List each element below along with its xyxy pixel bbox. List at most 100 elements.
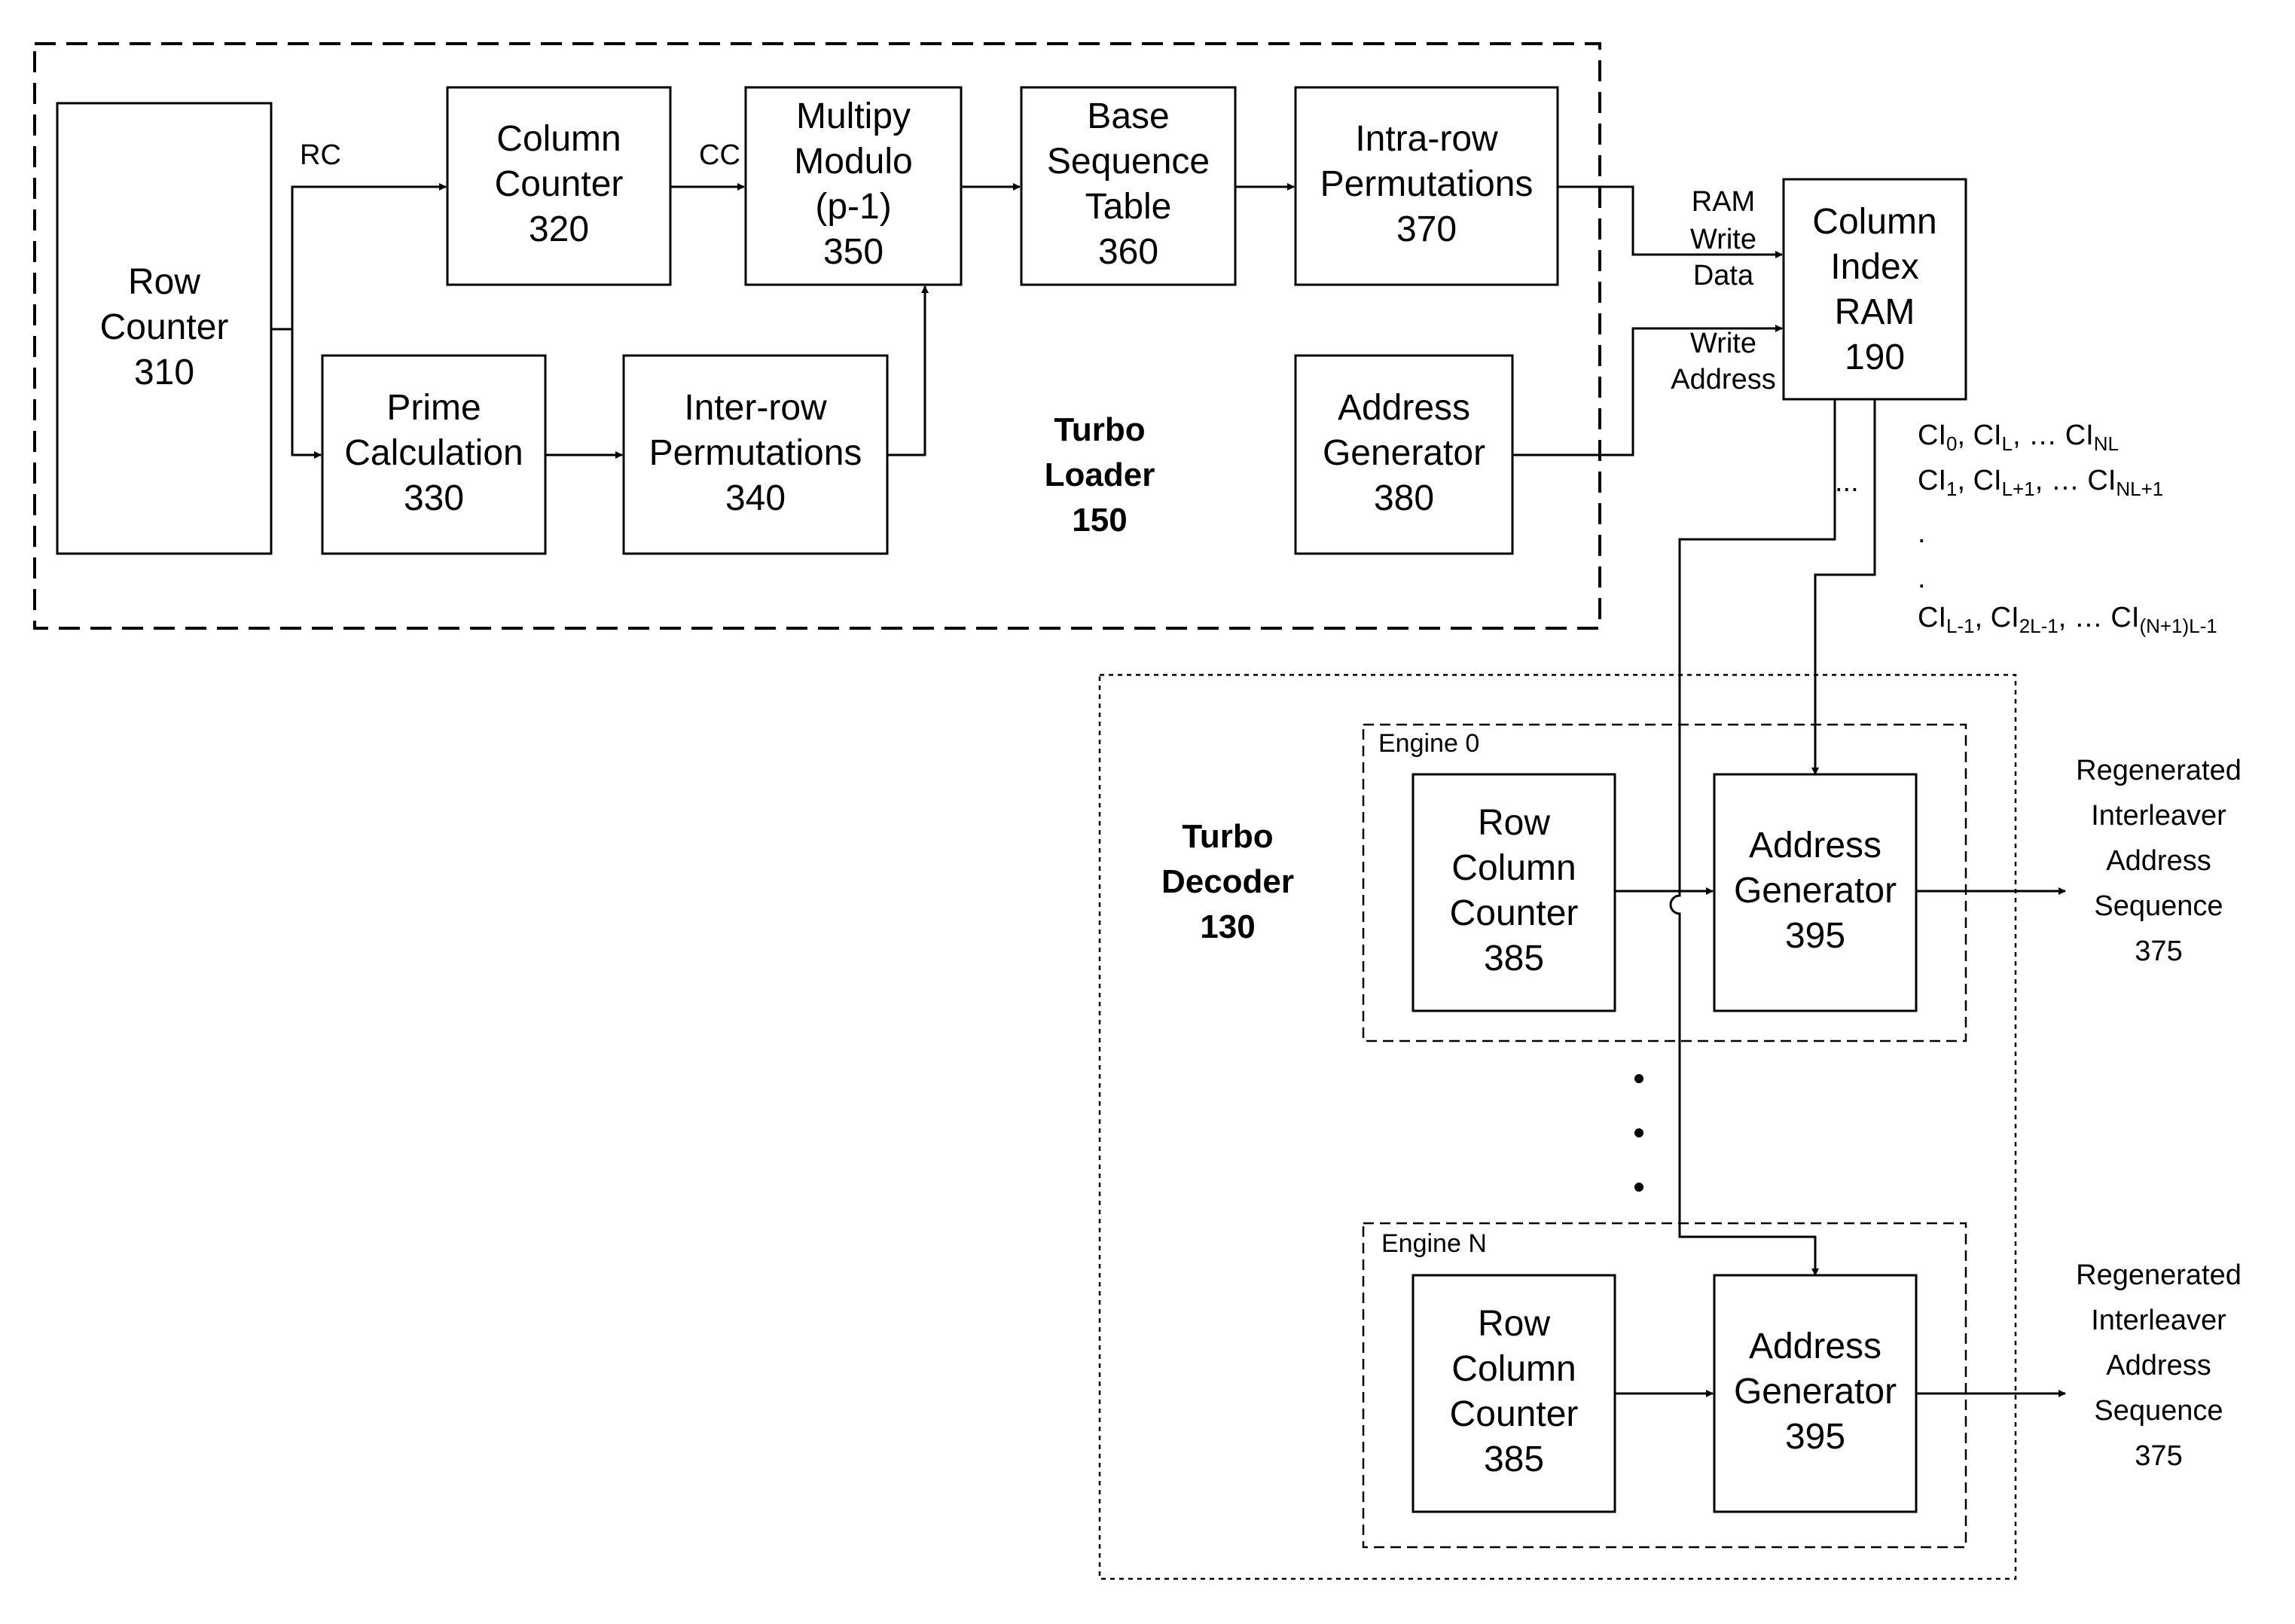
intra-row-permutations-370-block: Intra-row Permutations 370 xyxy=(1296,87,1558,285)
engine-0-address-generator-395: Address Generator 395 xyxy=(1714,774,1916,1011)
svg-text:(p-1): (p-1) xyxy=(815,187,891,227)
inter-to-mm-wire xyxy=(887,286,925,455)
column-index-ram-190-block: Column Index RAM 190 xyxy=(1784,179,1966,399)
svg-text:Row: Row xyxy=(1478,1304,1550,1344)
ram-to-engine0-wire xyxy=(1815,399,1875,774)
engine-0-label: Engine 0 xyxy=(1378,729,1479,758)
svg-text:Sequence: Sequence xyxy=(2094,890,2223,922)
svg-text:150: 150 xyxy=(1072,502,1127,539)
address-generator-380-block: Address Generator 380 xyxy=(1296,356,1512,554)
svg-text:Write: Write xyxy=(1690,328,1756,359)
engine-0-output-label: Regenerated Interleaver Address Sequence… xyxy=(2076,755,2242,967)
engine-0-row-column-counter-385: Row Column Counter 385 xyxy=(1413,774,1615,1011)
engine-n-address-generator-395: Address Generator 395 xyxy=(1714,1275,1916,1512)
svg-text:.: . xyxy=(1918,517,1926,549)
cc-signal-label: CC xyxy=(699,139,740,171)
svg-text:Modulo: Modulo xyxy=(794,142,912,182)
svg-text:Address: Address xyxy=(1749,826,1881,865)
svg-text:Generator: Generator xyxy=(1734,1372,1897,1412)
rc-wire xyxy=(271,187,446,329)
inter-row-permutations-340-block: Inter-row Permutations 340 xyxy=(624,356,887,554)
column-counter-320-block: Column Counter 320 xyxy=(447,87,670,285)
ram-output-ellipsis: ... xyxy=(1835,466,1859,498)
svg-text:Counter: Counter xyxy=(100,307,229,347)
svg-text:Address: Address xyxy=(1338,388,1470,428)
svg-text:Generator: Generator xyxy=(1323,433,1485,473)
svg-text:CIL-1, CI2L-1, … CI(N+1)L-1: CIL-1, CI2L-1, … CI(N+1)L-1 xyxy=(1918,602,2217,637)
svg-text:Write: Write xyxy=(1690,224,1756,255)
rc-to-prime-wire xyxy=(292,329,321,455)
svg-text:Address: Address xyxy=(2106,845,2211,877)
multiply-modulo-350-block: Multipy Modulo (p-1) 350 xyxy=(746,87,961,285)
svg-text:RAM: RAM xyxy=(1835,292,1915,332)
svg-text:Base: Base xyxy=(1087,96,1169,136)
svg-text:Counter: Counter xyxy=(495,164,624,204)
svg-text:Turbo: Turbo xyxy=(1182,818,1273,855)
svg-text:Index: Index xyxy=(1830,247,1918,287)
svg-text:380: 380 xyxy=(1374,478,1434,518)
svg-text:395: 395 xyxy=(1785,1417,1845,1457)
svg-text:Address: Address xyxy=(1671,364,1775,395)
ram-write-address-label: Write Address xyxy=(1671,328,1775,395)
svg-text:Multipy: Multipy xyxy=(796,96,911,136)
svg-text:Sequence: Sequence xyxy=(1047,142,1210,182)
svg-text:385: 385 xyxy=(1484,1439,1544,1479)
engine-n-output-label: Regenerated Interleaver Address Sequence… xyxy=(2076,1259,2242,1472)
svg-text:Column: Column xyxy=(1812,202,1936,242)
engine-ellipsis-dots xyxy=(1634,1074,1643,1192)
svg-text:Generator: Generator xyxy=(1734,871,1897,911)
svg-text:Row: Row xyxy=(1478,803,1550,843)
svg-text:Regenerated: Regenerated xyxy=(2076,1259,2242,1291)
svg-text:Address: Address xyxy=(2106,1350,2211,1381)
svg-text:Permutations: Permutations xyxy=(649,433,862,473)
prime-calculation-330-block: Prime Calculation 330 xyxy=(322,356,545,554)
svg-text:Sequence: Sequence xyxy=(2094,1395,2223,1427)
turbo-loader-label: Turbo Loader 150 xyxy=(1045,411,1155,539)
ram-write-data-label: RAM Write Data xyxy=(1690,186,1756,292)
svg-text:Data: Data xyxy=(1693,260,1754,292)
svg-text:Permutations: Permutations xyxy=(1320,164,1534,204)
svg-text:Interleaver: Interleaver xyxy=(2091,800,2226,832)
svg-text:395: 395 xyxy=(1785,916,1845,956)
svg-text:Decoder: Decoder xyxy=(1161,863,1294,900)
engine-n-label: Engine N xyxy=(1381,1229,1487,1258)
svg-text:Counter: Counter xyxy=(1450,893,1579,933)
svg-text:.: . xyxy=(1918,563,1926,594)
rc-signal-label: RC xyxy=(300,139,341,171)
svg-text:190: 190 xyxy=(1845,337,1905,377)
svg-text:340: 340 xyxy=(725,478,786,518)
svg-text:Address: Address xyxy=(1749,1326,1881,1366)
svg-text:CI0, CIL, … CINL: CI0, CIL, … CINL xyxy=(1918,420,2119,455)
svg-text:370: 370 xyxy=(1396,209,1457,249)
svg-text:310: 310 xyxy=(134,353,194,392)
svg-text:Intra-row: Intra-row xyxy=(1355,119,1498,159)
svg-text:Turbo: Turbo xyxy=(1054,411,1145,448)
engine-n-row-column-counter-385: Row Column Counter 385 xyxy=(1413,1275,1615,1512)
svg-text:Loader: Loader xyxy=(1045,456,1155,493)
svg-text:Inter-row: Inter-row xyxy=(684,388,827,428)
svg-text:Interleaver: Interleaver xyxy=(2091,1305,2226,1336)
column-index-listing: CI0, CIL, … CINL CI1, CIL+1, … CINL+1 . … xyxy=(1918,420,2217,637)
svg-text:Calculation: Calculation xyxy=(344,433,523,473)
svg-text:Row: Row xyxy=(128,262,200,302)
svg-text:Counter: Counter xyxy=(1450,1394,1579,1434)
svg-text:320: 320 xyxy=(529,209,589,249)
svg-text:Regenerated: Regenerated xyxy=(2076,755,2242,786)
svg-text:RAM: RAM xyxy=(1692,186,1755,218)
svg-text:Column: Column xyxy=(1451,848,1576,888)
svg-text:385: 385 xyxy=(1484,939,1544,978)
svg-text:330: 330 xyxy=(404,478,464,518)
svg-text:Column: Column xyxy=(1451,1349,1576,1389)
svg-text:Table: Table xyxy=(1085,187,1172,227)
svg-text:130: 130 xyxy=(1200,908,1255,945)
base-sequence-table-360-block: Base Sequence Table 360 xyxy=(1021,87,1235,285)
svg-text:Prime: Prime xyxy=(386,388,481,428)
svg-text:Column: Column xyxy=(496,119,621,159)
svg-text:360: 360 xyxy=(1098,232,1158,272)
turbo-decoder-label: Turbo Decoder 130 xyxy=(1161,818,1294,945)
svg-text:350: 350 xyxy=(823,232,884,272)
svg-text:375: 375 xyxy=(2135,1440,2182,1472)
svg-text:CI1, CIL+1, … CINL+1: CI1, CIL+1, … CINL+1 xyxy=(1918,465,2163,500)
row-counter-310-block: Row Counter 310 xyxy=(57,103,271,554)
